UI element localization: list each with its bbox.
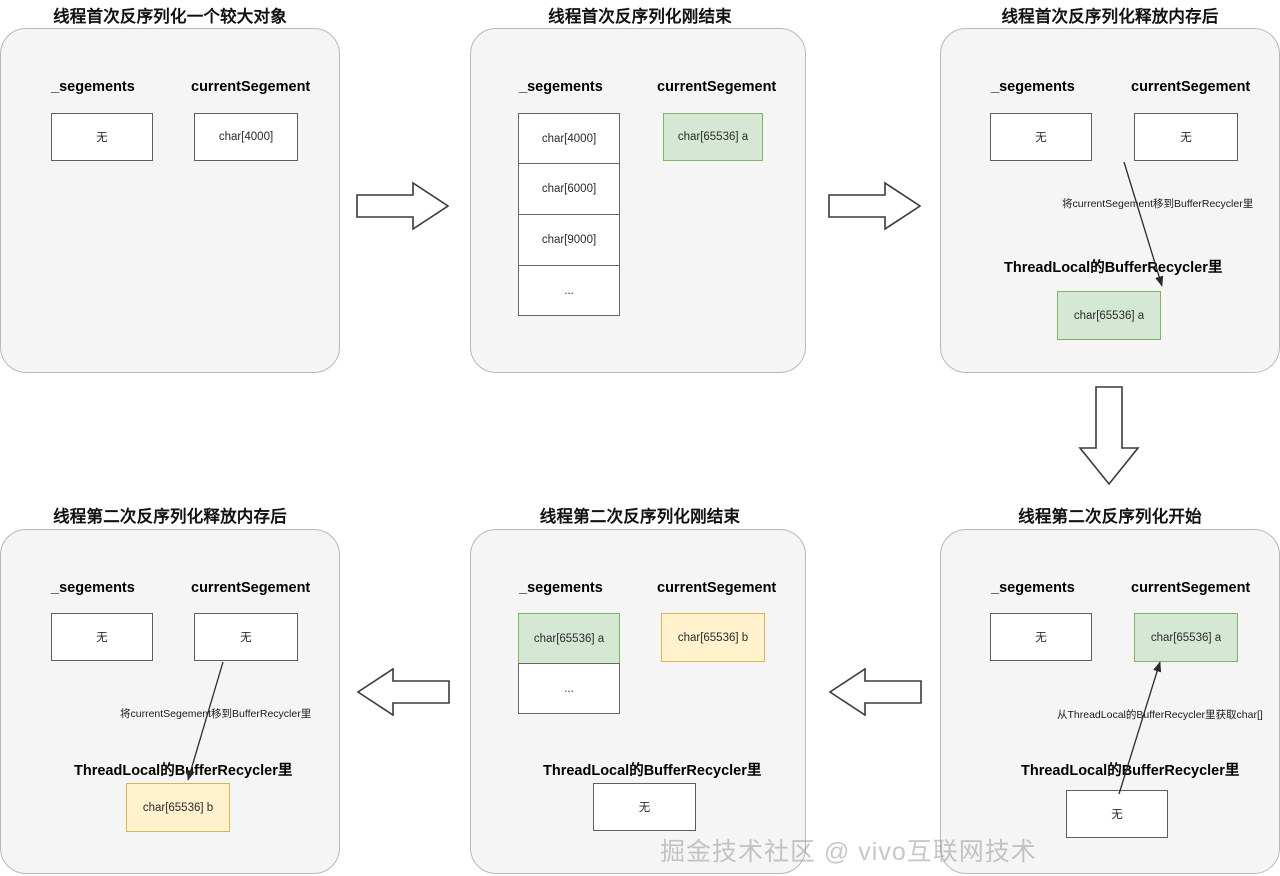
panel-6-segments-box[interactable]: 无 — [51, 613, 153, 661]
panel-4-current-box[interactable]: char[65536] a — [1134, 613, 1238, 662]
panel-1-current-label: currentSegement — [191, 79, 311, 95]
panel-title-4: 线程第二次反序列化开始 — [1018, 508, 1202, 526]
panel-1-segments-label: _segements — [51, 79, 135, 95]
panel-title-1: 线程首次反序列化一个较大对象 — [53, 8, 287, 26]
panel-6-current-box[interactable]: 无 — [194, 613, 298, 661]
panel-4-recycler-box[interactable]: 无 — [1066, 790, 1168, 838]
panel-title-5: 线程第二次反序列化刚结束 — [539, 508, 741, 526]
panel-3-current-label: currentSegement — [1131, 79, 1251, 95]
panel-4-recycler-label: ThreadLocal的BufferRecycler里 — [1021, 763, 1240, 779]
panel-5-current-label: currentSegement — [657, 580, 777, 596]
arrow-p2-to-p3 — [828, 181, 922, 231]
panel-3 — [940, 28, 1280, 373]
panel-5-recycler-label: ThreadLocal的BufferRecycler里 — [543, 763, 762, 779]
arrow-p1-to-p2 — [356, 181, 450, 231]
panel-4-segments-box[interactable]: 无 — [990, 613, 1092, 661]
panel-5-recycler-box[interactable]: 无 — [593, 783, 696, 831]
panel-3-segments-box[interactable]: 无 — [990, 113, 1092, 161]
panel-5-segments-label: _segements — [519, 580, 603, 596]
watermark: 掘金技术社区 @ vivo互联网技术 — [660, 838, 1037, 866]
panel-2-current-label: currentSegement — [657, 79, 777, 95]
arrow-p5-to-p6 — [356, 667, 450, 717]
panel-5-segments-stack: char[65536] a ... — [518, 613, 620, 714]
panel-2-segments-cell-3[interactable]: ... — [518, 265, 620, 316]
panel-1 — [0, 28, 340, 373]
arrow-p3-to-p4 — [1078, 386, 1140, 486]
panel-3-recycler-box[interactable]: char[65536] a — [1057, 291, 1161, 340]
panel-6-recycler-box[interactable]: char[65536] b — [126, 783, 230, 832]
panel-6-note: 将currentSegement移到BufferRecycler里 — [120, 708, 312, 720]
panel-6-recycler-label: ThreadLocal的BufferRecycler里 — [74, 763, 293, 779]
panel-title-2: 线程首次反序列化刚结束 — [548, 8, 732, 26]
panel-1-segments-box[interactable]: 无 — [51, 113, 153, 161]
panel-title-3: 线程首次反序列化释放内存后 — [1001, 8, 1219, 26]
panel-3-current-box[interactable]: 无 — [1134, 113, 1238, 161]
panel-5-current-box[interactable]: char[65536] b — [661, 613, 765, 662]
panel-title-6: 线程第二次反序列化释放内存后 — [53, 508, 287, 526]
panel-2-segments-label: _segements — [519, 79, 603, 95]
panel-2-segments-stack: char[4000] char[6000] char[9000] ... — [518, 113, 620, 316]
panel-3-segments-label: _segements — [991, 79, 1075, 95]
panel-4-note: 从ThreadLocal的BufferRecycler里获取char[] — [1057, 709, 1263, 721]
panel-3-recycler-label: ThreadLocal的BufferRecycler里 — [1004, 260, 1223, 276]
arrow-p4-to-p5 — [828, 667, 922, 717]
panel-5-segments-cell-1[interactable]: ... — [518, 663, 620, 714]
panel-4-current-label: currentSegement — [1131, 580, 1251, 596]
panel-2-segments-cell-1[interactable]: char[6000] — [518, 163, 620, 214]
panel-3-note: 将currentSegement移到BufferRecycler里 — [1062, 198, 1254, 210]
panel-6-segments-label: _segements — [51, 580, 135, 596]
panel-2-segments-cell-2[interactable]: char[9000] — [518, 214, 620, 265]
panel-2-current-box[interactable]: char[65536] a — [663, 113, 763, 161]
panel-6-current-label: currentSegement — [191, 580, 311, 596]
panel-5-segments-cell-0[interactable]: char[65536] a — [518, 613, 620, 663]
panel-4-segments-label: _segements — [991, 580, 1075, 596]
panel-1-current-box[interactable]: char[4000] — [194, 113, 298, 161]
panel-2-segments-cell-0[interactable]: char[4000] — [518, 113, 620, 163]
